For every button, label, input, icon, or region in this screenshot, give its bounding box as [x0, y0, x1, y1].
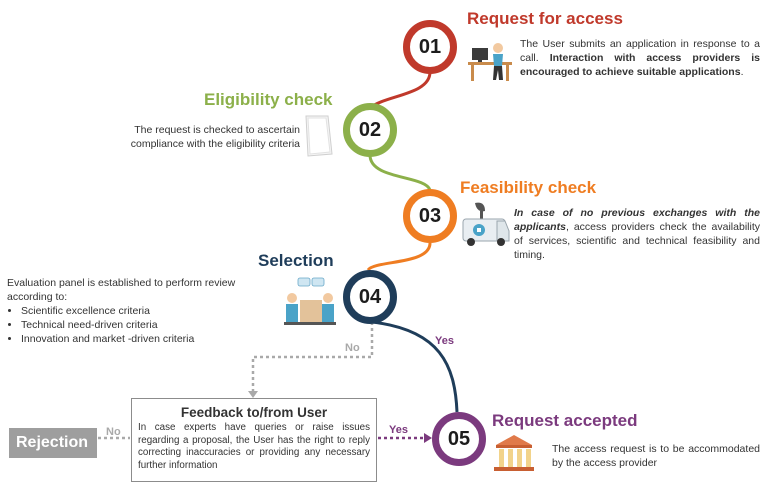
rejection-box: Rejection: [9, 428, 97, 458]
connector-02-03: [368, 154, 432, 191]
step-04-number: 04: [358, 285, 382, 308]
arrow-no-head: [248, 391, 258, 398]
step-05-title: Request accepted: [492, 411, 638, 430]
step-05-description: The access request is to be accommodated…: [552, 443, 760, 469]
feedback-title: Feedback to/from User: [180, 405, 328, 420]
step-03-description-bolditalic: In case of no previous exchanges with th…: [514, 207, 760, 233]
step-04-description: Evaluation panel is established to perfo…: [7, 276, 275, 346]
connector-03-04: [366, 242, 432, 272]
criteria-list: Scientific excellence criteria Technical…: [7, 304, 275, 346]
label-no-rejection: No: [106, 426, 121, 438]
step-04-title: Selection: [258, 251, 334, 270]
label-yes-feedback-05: Yes: [389, 424, 408, 436]
step-01-number: 01: [418, 35, 442, 58]
step-02-description: The request is checked to ascertain comp…: [130, 124, 300, 150]
step-03-circle: 03: [403, 189, 457, 243]
step-04-description-text: Evaluation panel is established to perfo…: [7, 277, 236, 303]
label-no-04: No: [345, 342, 360, 354]
criteria-item: Technical need-driven criteria: [21, 318, 275, 332]
step-01-title: Request for access: [467, 9, 623, 28]
document-icon: [305, 115, 333, 157]
step-02-title: Eligibility check: [204, 90, 333, 109]
meeting-panel-icon: [284, 277, 336, 325]
connector-01-02: [369, 71, 432, 110]
feedback-description: In case experts have queries or raise is…: [138, 422, 370, 471]
arrow-feedback-05-head: [424, 433, 432, 443]
connector-04-05: [371, 320, 459, 413]
criteria-item: Innovation and market -driven criteria: [21, 332, 275, 346]
step-01-circle: 01: [403, 20, 457, 74]
step-04-circle: 04: [343, 270, 397, 324]
step-03-number: 03: [418, 204, 442, 227]
step-03-title: Feasibility check: [460, 178, 597, 197]
step-01-description-bold: Interaction with access providers is enc…: [520, 52, 761, 78]
criteria-item: Scientific excellence criteria: [21, 304, 275, 318]
step-01-description: The User submits an application in respo…: [520, 37, 760, 79]
step-01-description-end: .: [740, 66, 744, 78]
step-03-description: In case of no previous exchanges with th…: [514, 206, 760, 262]
step-02-number: 02: [358, 118, 382, 141]
institution-building-icon: [494, 435, 534, 471]
step-05-circle: 05: [432, 412, 486, 466]
step-03-description-rest: , access providers check the availabilit…: [514, 221, 760, 261]
step-02-circle: 02: [343, 103, 397, 157]
label-yes-04-05: Yes: [435, 335, 454, 347]
step-01-description-plain: The User submits an application in respo…: [520, 38, 760, 64]
van-with-satellite-dish-icon: [462, 202, 510, 246]
feedback-box: Feedback to/from User In case experts ha…: [131, 398, 377, 482]
step-05-number: 05: [447, 427, 471, 450]
rejection-label: Rejection: [16, 434, 89, 451]
person-at-computer-icon: [468, 43, 512, 81]
